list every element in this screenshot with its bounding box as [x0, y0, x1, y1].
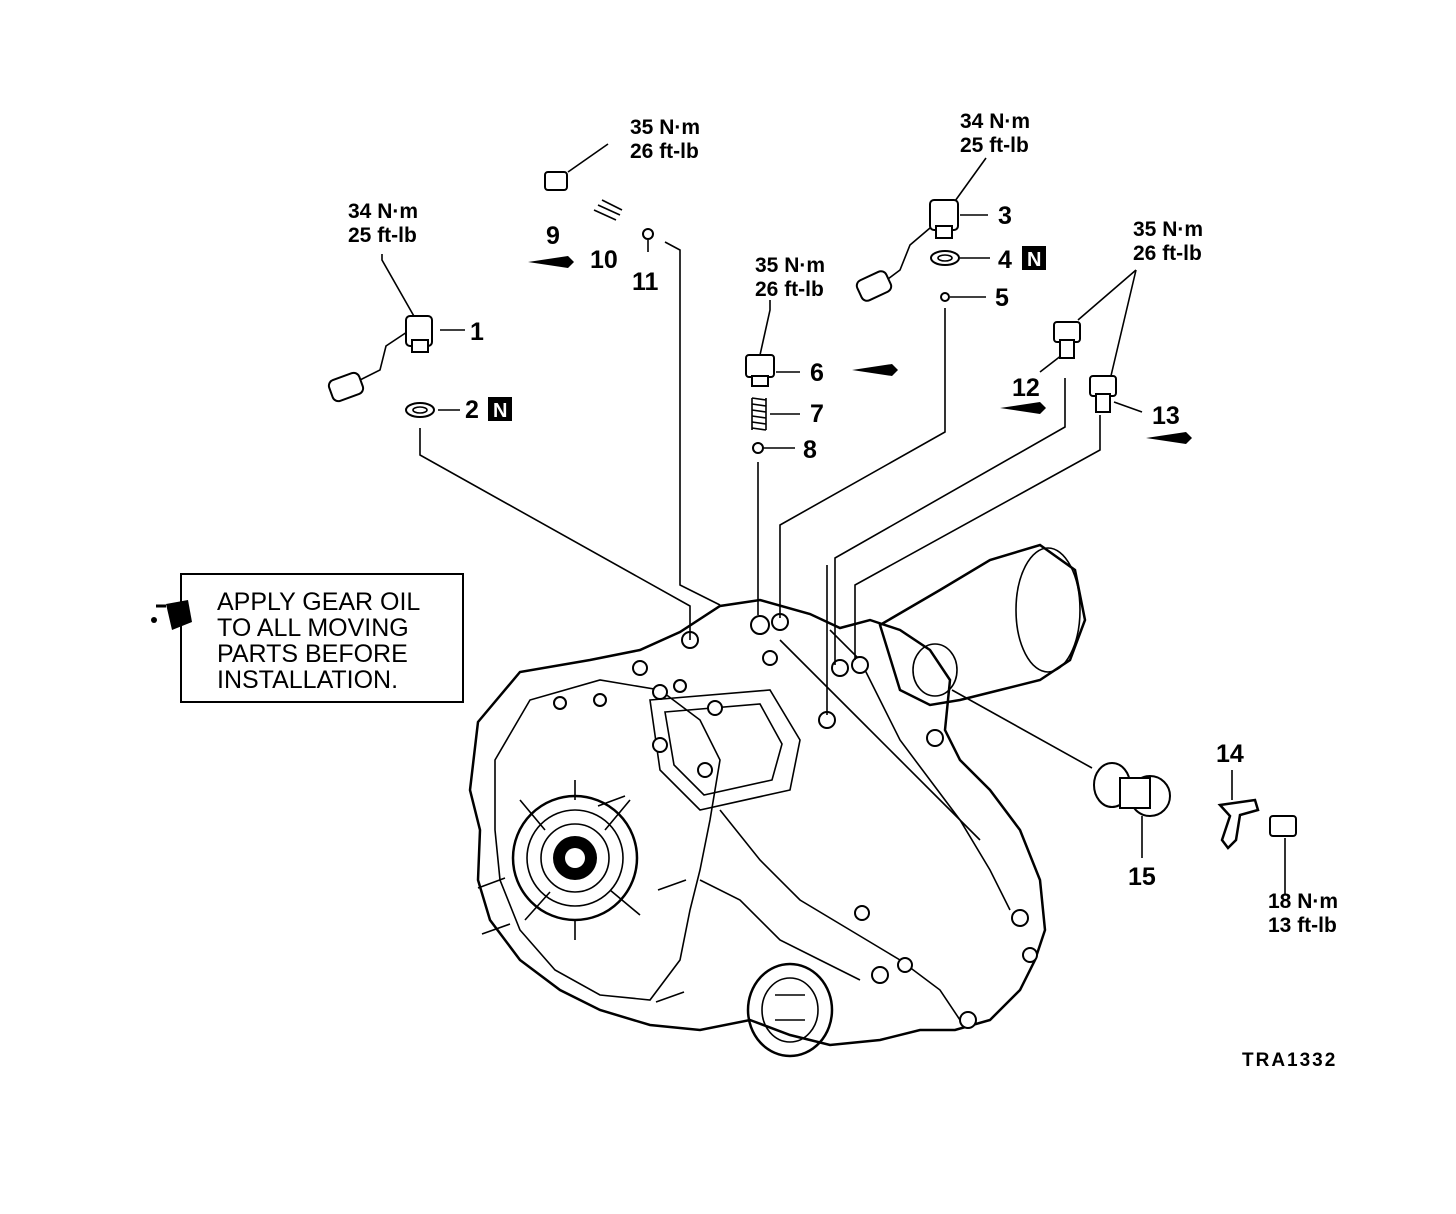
torque-spec-1: 34 N·m 25 ft-lb — [348, 200, 418, 247]
part-15-speedometer-gear — [1093, 762, 1171, 817]
note-line: PARTS BEFORE — [217, 640, 408, 668]
torque-spec-6: 35 N·m 26 ft-lb — [755, 254, 825, 301]
part-5-ball — [940, 292, 950, 302]
part-label-6: 6 — [810, 359, 824, 387]
oil-can-icon — [151, 600, 192, 630]
part-label-9: 9 — [546, 222, 560, 250]
sealant-applicator-icon — [1000, 402, 1046, 414]
part-label-12: 12 — [1012, 374, 1040, 402]
torque-spec-9: 35 N·m 26 ft-lb — [630, 116, 700, 163]
part-1-switch — [327, 315, 433, 403]
svg-text:35 N·m: 35 N·m — [1133, 218, 1203, 241]
part-3-switch — [855, 199, 959, 302]
part-label-1: 1 — [470, 318, 484, 346]
svg-text:34 N·m: 34 N·m — [960, 110, 1030, 133]
gear-oil-note: APPLY GEAR OIL TO ALL MOVING PARTS BEFOR… — [151, 573, 464, 703]
svg-text:N: N — [493, 400, 507, 422]
part-label-7: 7 — [810, 400, 824, 428]
sealant-applicator-icon — [852, 364, 898, 376]
part-13-bolt — [1089, 375, 1117, 413]
part-label-10: 10 — [590, 246, 618, 274]
svg-text:26 ft-lb: 26 ft-lb — [755, 278, 824, 301]
svg-text:N: N — [1027, 249, 1041, 271]
svg-text:25 ft-lb: 25 ft-lb — [348, 224, 417, 247]
part-label-11: 11 — [632, 268, 659, 296]
svg-text:26 ft-lb: 26 ft-lb — [1133, 242, 1202, 265]
svg-text:35 N·m: 35 N·m — [755, 254, 825, 277]
part-11-ball — [642, 228, 654, 240]
part-label-4: 4 — [998, 246, 1012, 274]
leader-lines — [381, 143, 1286, 895]
sealant-applicator-icon — [528, 256, 574, 268]
note-line: TO ALL MOVING — [217, 614, 409, 642]
part-7-spring — [751, 397, 767, 431]
svg-text:35 N·m: 35 N·m — [630, 116, 700, 139]
sealant-applicator-icon — [1146, 432, 1192, 444]
part-14-lock-plate — [1217, 798, 1297, 850]
part-12-bolt — [1053, 321, 1081, 359]
part-10-spring — [593, 199, 623, 221]
part-label-5: 5 — [995, 284, 1009, 312]
torque-spec-14: 18 N·m 13 ft-lb — [1268, 890, 1338, 937]
part-2-gasket — [405, 402, 435, 418]
part-6-plug — [745, 354, 775, 387]
note-line: INSTALLATION. — [217, 666, 398, 694]
svg-text:26 ft-lb: 26 ft-lb — [630, 140, 699, 163]
transfer-case-body — [468, 543, 1087, 1058]
svg-text:25 ft-lb: 25 ft-lb — [960, 134, 1029, 157]
torque-spec-3: 34 N·m 25 ft-lb — [960, 110, 1030, 157]
part-8-ball — [752, 442, 764, 454]
new-part-badge-icon: N — [488, 397, 512, 422]
part-label-3: 3 — [998, 202, 1012, 230]
svg-text:13 ft-lb: 13 ft-lb — [1268, 914, 1337, 937]
part-label-8: 8 — [803, 436, 817, 464]
part-4-gasket — [930, 250, 960, 266]
torque-spec-12-13: 35 N·m 26 ft-lb — [1133, 218, 1203, 265]
svg-text:34 N·m: 34 N·m — [348, 200, 418, 223]
svg-text:18 N·m: 18 N·m — [1268, 890, 1338, 913]
part-label-14: 14 — [1216, 740, 1244, 768]
part-9-plug — [544, 171, 568, 191]
part-label-15: 15 — [1128, 863, 1156, 891]
drawing-code: TRA1332 — [1242, 1050, 1337, 1071]
part-label-13: 13 — [1152, 402, 1180, 430]
part-label-2: 2 — [465, 396, 479, 424]
note-line: APPLY GEAR OIL — [217, 588, 420, 616]
new-part-badge-icon: N — [1022, 246, 1046, 271]
